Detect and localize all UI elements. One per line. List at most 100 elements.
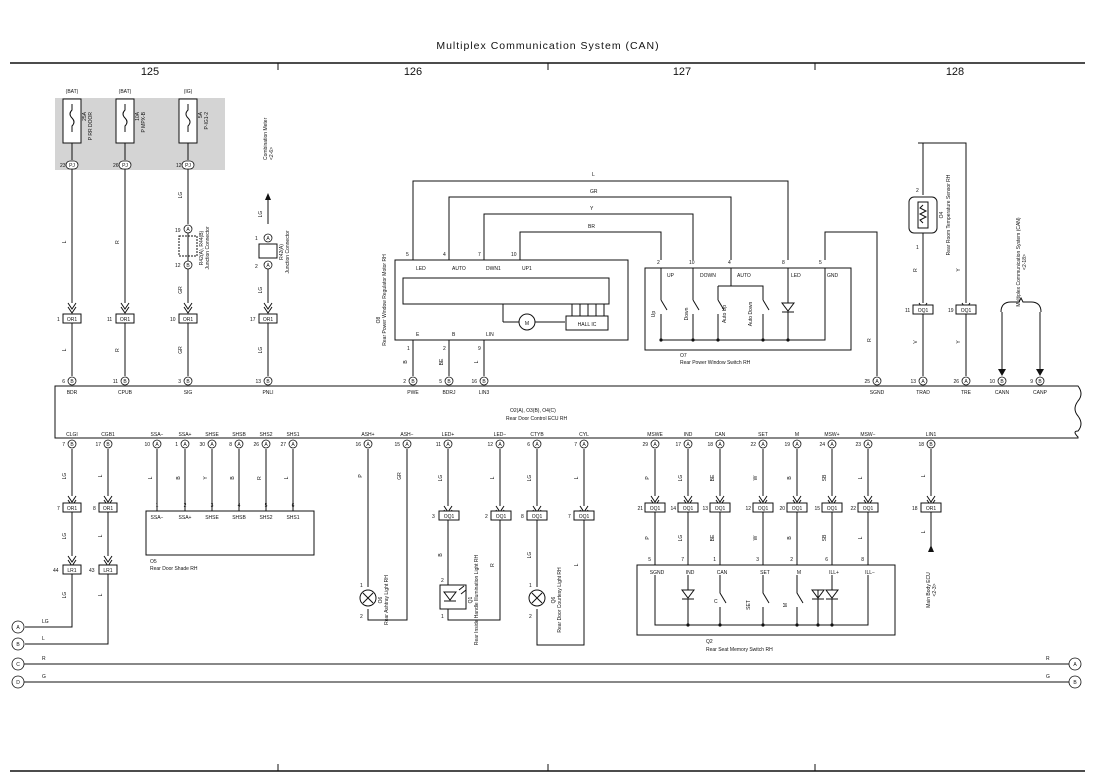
- svg-text:OR1: OR1: [67, 317, 78, 323]
- svg-text:25: 25: [864, 379, 870, 385]
- svg-text:M: M: [525, 321, 529, 327]
- svg-text:A: A: [210, 442, 214, 448]
- svg-text:Rear Door Courtesy Light RH: Rear Door Courtesy Light RH: [557, 567, 563, 633]
- svg-text:O5: O5: [150, 559, 157, 565]
- svg-text:SGND: SGND: [870, 390, 885, 396]
- svg-text:26: 26: [953, 379, 959, 385]
- svg-text:SHS1: SHS1: [286, 515, 299, 521]
- svg-text:A: A: [405, 442, 409, 448]
- svg-text:W: W: [753, 475, 759, 480]
- svg-text:A: A: [264, 442, 268, 448]
- svg-text:26: 26: [113, 163, 119, 169]
- svg-text:LG: LG: [258, 347, 264, 354]
- svg-text:5: 5: [406, 252, 409, 258]
- svg-text:13: 13: [910, 379, 916, 385]
- main-body-ecu-link: L 18 OR1 L Main Body ECU <2-3>: [912, 449, 942, 608]
- svg-text:UP1: UP1: [522, 266, 532, 272]
- svg-text:21: 21: [637, 506, 643, 512]
- svg-text:R: R: [257, 476, 263, 480]
- svg-text:A: A: [795, 442, 799, 448]
- svg-text:Rear Ashtray Light RH: Rear Ashtray Light RH: [384, 575, 390, 625]
- svg-text:SET: SET: [746, 600, 752, 610]
- svg-text:Rear Room Temperature Sensor R: Rear Room Temperature Sensor RH: [946, 174, 952, 255]
- svg-text:L: L: [921, 530, 927, 533]
- svg-text:B: B: [186, 263, 190, 269]
- svg-text:A: A: [582, 442, 586, 448]
- svg-text:B: B: [1000, 379, 1004, 385]
- svg-text:11: 11: [113, 379, 118, 385]
- svg-text:7: 7: [478, 252, 481, 258]
- svg-text:M: M: [783, 603, 789, 607]
- column-number: 126: [404, 66, 422, 78]
- svg-text:A: A: [498, 442, 502, 448]
- svg-text:AUTO: AUTO: [737, 273, 751, 279]
- svg-text:LIN: LIN: [486, 332, 494, 338]
- svg-text:OQ1: OQ1: [444, 514, 455, 520]
- svg-text:10: 10: [170, 317, 176, 323]
- svg-text:SSA−: SSA−: [151, 515, 164, 521]
- svg-text:12: 12: [745, 506, 751, 512]
- svg-text:<2-3>: <2-3>: [932, 583, 938, 596]
- svg-text:TRE: TRE: [961, 390, 972, 396]
- svg-text:P: P: [645, 536, 651, 540]
- rear-door-control-ecu: O2(A), O3(B), O4(C) Rear Door Control EC…: [54, 385, 1082, 439]
- svg-text:7: 7: [62, 442, 65, 448]
- svg-text:R: R: [867, 338, 873, 342]
- svg-text:SHSE: SHSE: [205, 515, 219, 521]
- svg-text:2: 2: [485, 514, 488, 520]
- svg-text:GR: GR: [178, 286, 184, 294]
- svg-text:19: 19: [175, 228, 181, 234]
- svg-text:Auto Up: Auto Up: [722, 305, 728, 323]
- combination-meter-ref: Combination Meter <2-6> LG 1 A 2 A R42(A…: [255, 117, 291, 303]
- svg-text:OQ1: OQ1: [792, 506, 803, 512]
- svg-text:1: 1: [255, 236, 258, 242]
- svg-text:SHS1: SHS1: [286, 432, 299, 438]
- svg-text:6: 6: [527, 442, 530, 448]
- svg-text:OQ1: OQ1: [496, 514, 507, 520]
- svg-text:10: 10: [689, 260, 695, 266]
- svg-text:OQ1: OQ1: [918, 308, 929, 314]
- svg-text:LG: LG: [62, 533, 68, 540]
- svg-text:Y: Y: [203, 476, 209, 480]
- svg-text:A: A: [761, 442, 765, 448]
- svg-text:1: 1: [407, 346, 410, 352]
- svg-text:8: 8: [521, 514, 524, 520]
- svg-text:A: A: [266, 263, 270, 269]
- svg-text:1: 1: [360, 583, 363, 589]
- svg-text:1: 1: [441, 614, 444, 620]
- led-icon: [811, 575, 839, 625]
- svg-text:B: B: [16, 642, 20, 648]
- svg-text:(BAT): (BAT): [119, 89, 132, 95]
- svg-text:2: 2: [916, 188, 919, 194]
- svg-text:R: R: [1046, 656, 1050, 662]
- svg-text:IND: IND: [686, 570, 695, 576]
- svg-text:GR: GR: [397, 472, 403, 480]
- svg-text:<2-18>: <2-18>: [1022, 254, 1028, 270]
- svg-text:L: L: [592, 172, 595, 178]
- svg-text:Auto Down: Auto Down: [748, 302, 754, 327]
- svg-text:10: 10: [989, 379, 995, 385]
- svg-text:OQ1: OQ1: [715, 506, 726, 512]
- svg-text:1: 1: [916, 245, 919, 251]
- svg-text:L: L: [921, 474, 927, 477]
- cgb-connectors: LG L 7 OR1 8 OR1 LG L 44 LR1 43 LR1 LG L: [25, 449, 118, 645]
- svg-text:O7: O7: [680, 353, 687, 359]
- svg-text:L: L: [574, 476, 580, 479]
- svg-text:D: D: [16, 680, 20, 686]
- svg-text:A: A: [366, 442, 370, 448]
- svg-text:C: C: [16, 662, 20, 668]
- svg-text:2: 2: [443, 346, 446, 352]
